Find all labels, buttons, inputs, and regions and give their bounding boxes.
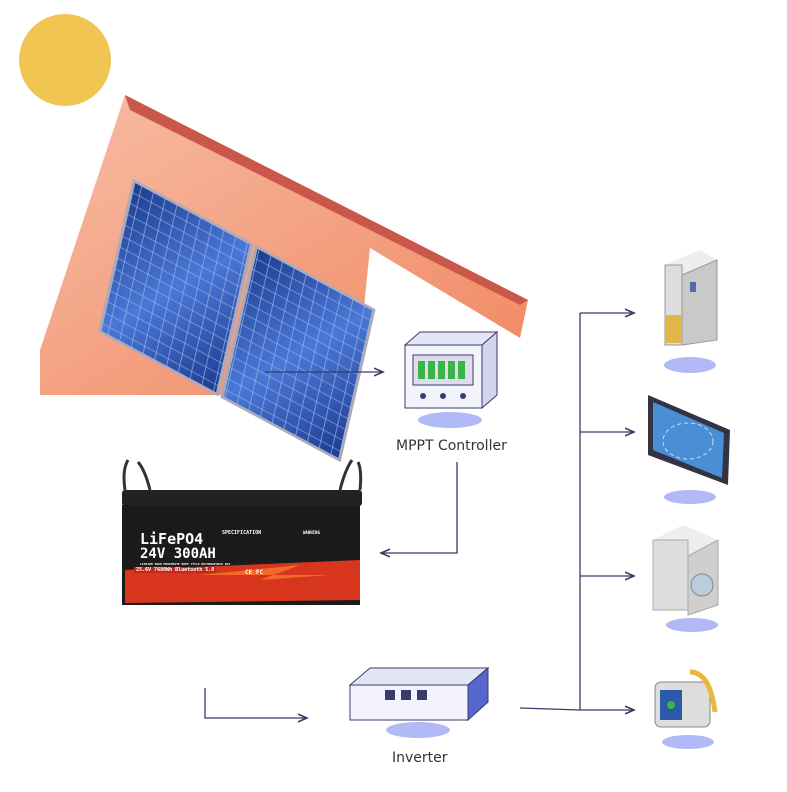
- battery-subtitle: LITHIUM IRON PHOSPHATE DEEP CYCLE RECHAR…: [140, 562, 231, 566]
- solar-panel: [98, 178, 376, 463]
- wiring: [204, 313, 634, 718]
- mppt-controller-label: MPPT Controller: [396, 438, 507, 454]
- refrigerator-icon: [664, 250, 718, 373]
- battery-rating: 24V 300AH: [140, 546, 216, 562]
- mppt-controller-icon: [403, 330, 499, 428]
- battery-warning-title: WARNING: [303, 530, 320, 535]
- battery-certs: CE FC: [245, 569, 264, 576]
- washing-machine-icon: [652, 525, 719, 632]
- television-icon: [648, 395, 730, 504]
- toaster-icon: [654, 669, 718, 749]
- sun-icon: [19, 14, 111, 106]
- battery-band: 25.6V 7680Wh Bluetooth 5.0: [134, 567, 217, 573]
- battery-image: [122, 459, 363, 605]
- inverter-label: Inverter: [392, 750, 448, 766]
- battery-chemistry: LiFePO4: [140, 530, 204, 548]
- battery-spec-title: SPECIFICATION: [222, 530, 262, 536]
- inverter-icon: [348, 666, 490, 738]
